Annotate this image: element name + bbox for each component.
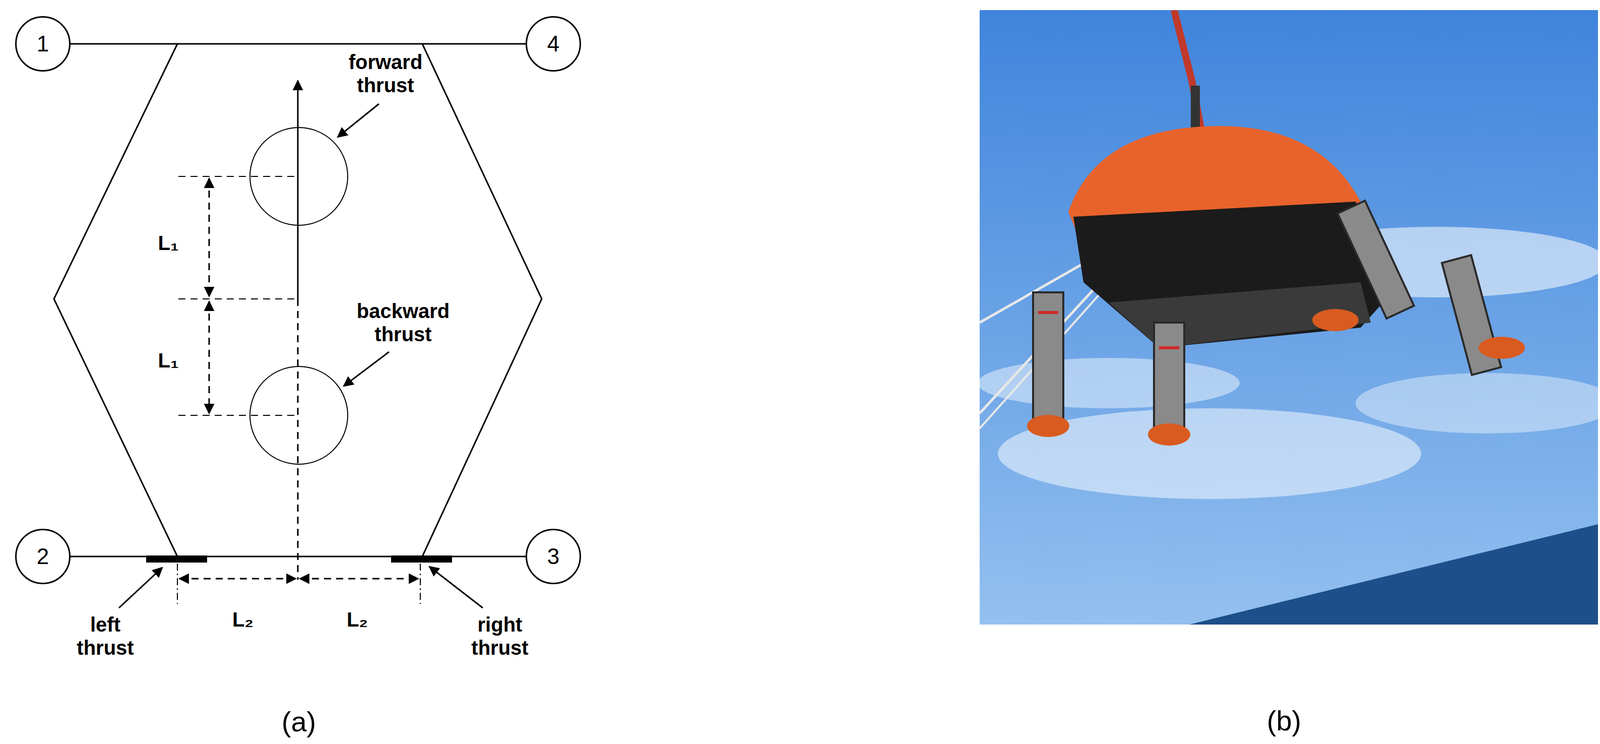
leader-line (343, 351, 390, 387)
dimension-line (299, 578, 419, 580)
corner-number: 4 (547, 32, 560, 55)
guide-line (419, 563, 421, 604)
corner-circle: 1 (15, 16, 71, 72)
dimension-line (179, 578, 296, 580)
frame-edge (70, 43, 526, 45)
guide-line (178, 414, 299, 416)
corner-number: 1 (36, 32, 49, 55)
leader-line (337, 103, 379, 138)
hexagon-side (53, 43, 178, 557)
corner-number: 2 (36, 545, 49, 568)
corner-number: 3 (547, 545, 560, 568)
panel-label: (b) (1266, 704, 1302, 737)
corner-circle: 3 (525, 528, 582, 585)
leader-line (118, 567, 163, 608)
dimension-line (208, 178, 211, 297)
corner-circle: 4 (525, 16, 582, 72)
callout-label: right thrust (471, 612, 529, 660)
dimension-label: L₂ (346, 607, 368, 631)
callout-label: backward thrust (356, 299, 451, 346)
guide-line (178, 298, 299, 300)
dimension-label: L₁ (158, 231, 179, 255)
leader-line (429, 566, 483, 608)
corner-circle: 2 (15, 528, 71, 585)
centre-axis (297, 298, 299, 580)
guide-line (176, 563, 178, 604)
robot-photo (977, 10, 1600, 625)
guide-line (178, 175, 299, 177)
frame-edge (70, 555, 526, 558)
dimension-line (208, 301, 211, 414)
heading-arrow (297, 80, 299, 299)
dimension-label: L₁ (158, 348, 179, 372)
callout-label: left thrust (76, 612, 134, 660)
dimension-label: L₂ (232, 607, 254, 631)
panel-label: (a) (281, 705, 316, 738)
callout-label: forward thrust (348, 50, 423, 97)
